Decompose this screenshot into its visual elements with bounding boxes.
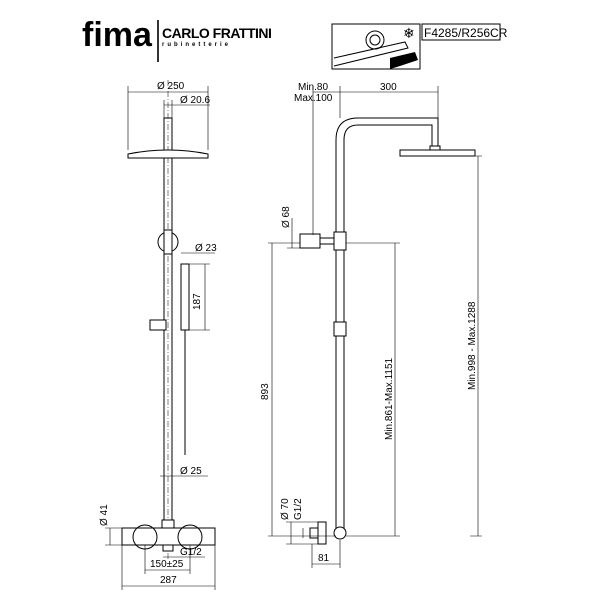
mixer-width-label: 287 <box>160 575 177 586</box>
anti-scald-cold-touch-icon: ❄ <box>331 23 421 70</box>
height-range-2-label: Min.998 - Max.1288 <box>467 301 478 390</box>
offset-max-label: Max.100 <box>294 93 333 104</box>
flange-diameter-label: Ø 70 <box>280 498 291 520</box>
holder-diameter-label: Ø 68 <box>281 206 292 228</box>
mixer-diameter-label: Ø 41 <box>99 504 110 526</box>
offset-min-label: Min.80 <box>298 82 328 93</box>
fima-logo: fima <box>82 16 153 54</box>
height-893-label: 893 <box>260 383 271 400</box>
model-code-box <box>421 23 501 41</box>
model-code: F4285/R256CR <box>424 26 508 40</box>
side-view: Min.80 Max.100 300 Ø 68 893 Min.861-Max.… <box>260 82 482 568</box>
centers-label: 150±25 <box>150 559 184 570</box>
pipe-diameter-label: Ø 25 <box>180 466 202 477</box>
brand-subtitle: rubinetterie <box>162 42 231 48</box>
side-connection-label: G1/2 <box>293 498 304 520</box>
connection-label: G1/2 <box>180 547 202 558</box>
arm-length-label: 300 <box>380 82 397 93</box>
height-range-1-label: Min.861-Max.1151 <box>384 357 395 440</box>
depth-label: 81 <box>318 553 330 564</box>
arm-diameter-label: Ø 20.6 <box>180 95 210 106</box>
front-view: Ø 250 Ø 20.6 Ø 23 187 Ø 25 Ø 41 G1/2 150… <box>99 80 217 590</box>
brand-name: CARLO FRATTINI <box>162 25 271 41</box>
head-diameter-label: Ø 250 <box>157 81 185 92</box>
svg-text:❄: ❄ <box>403 25 415 41</box>
hand-shower-diameter-label: Ø 23 <box>195 243 217 254</box>
hand-shower-length-label: 187 <box>192 293 203 310</box>
